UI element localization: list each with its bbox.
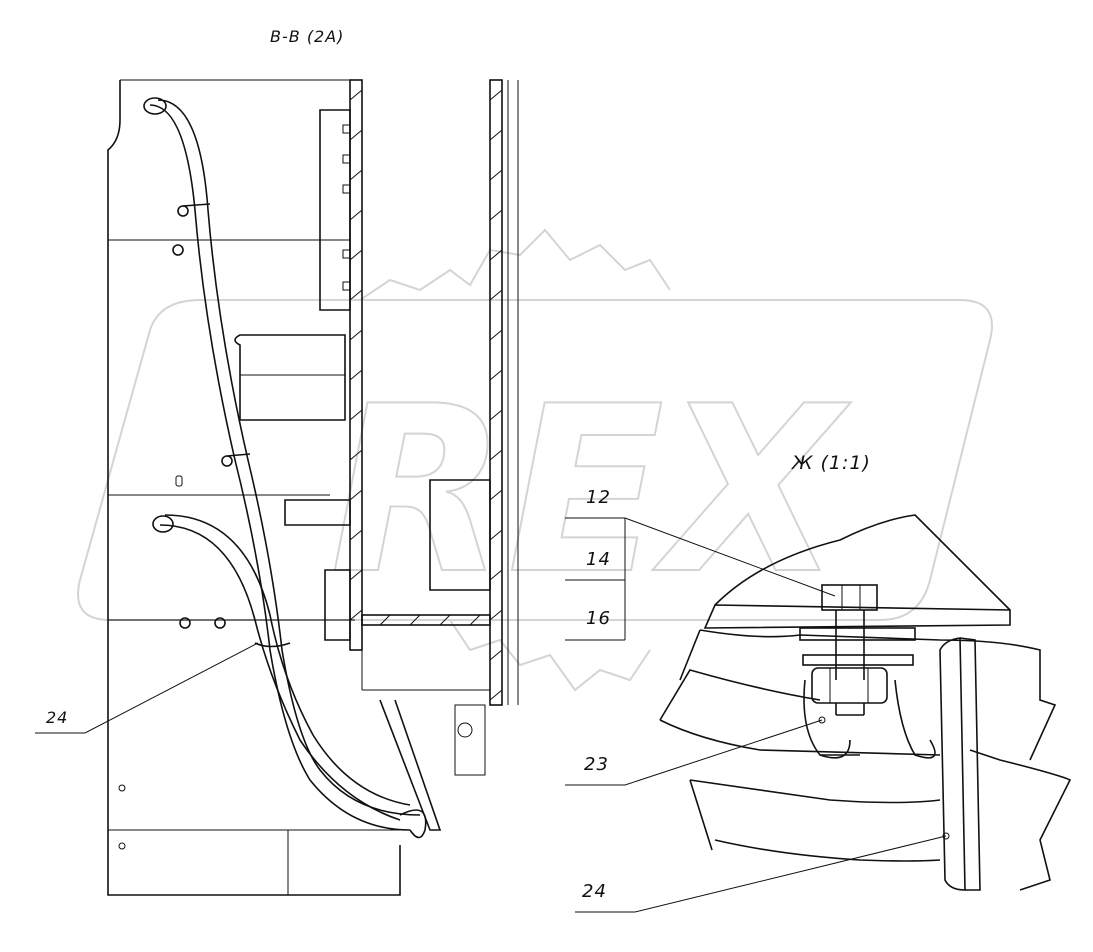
callout-14: 14	[586, 549, 611, 570]
watermark-logo: REX	[77, 228, 993, 692]
callout-leaders	[35, 517, 947, 913]
watermark-text: REX	[330, 358, 851, 625]
view-bb-section	[107, 79, 519, 896]
callout-23: 23	[584, 754, 609, 775]
view-zh-detail	[659, 514, 1072, 891]
callout-24-detail: 24	[582, 881, 607, 902]
view-bb-title: В-В (2А)	[270, 27, 344, 46]
callout-12: 12	[586, 487, 611, 508]
callout-16: 16	[586, 608, 611, 629]
view-zh-title: Ж (1:1)	[791, 452, 871, 474]
callout-24-section: 24	[46, 708, 68, 727]
